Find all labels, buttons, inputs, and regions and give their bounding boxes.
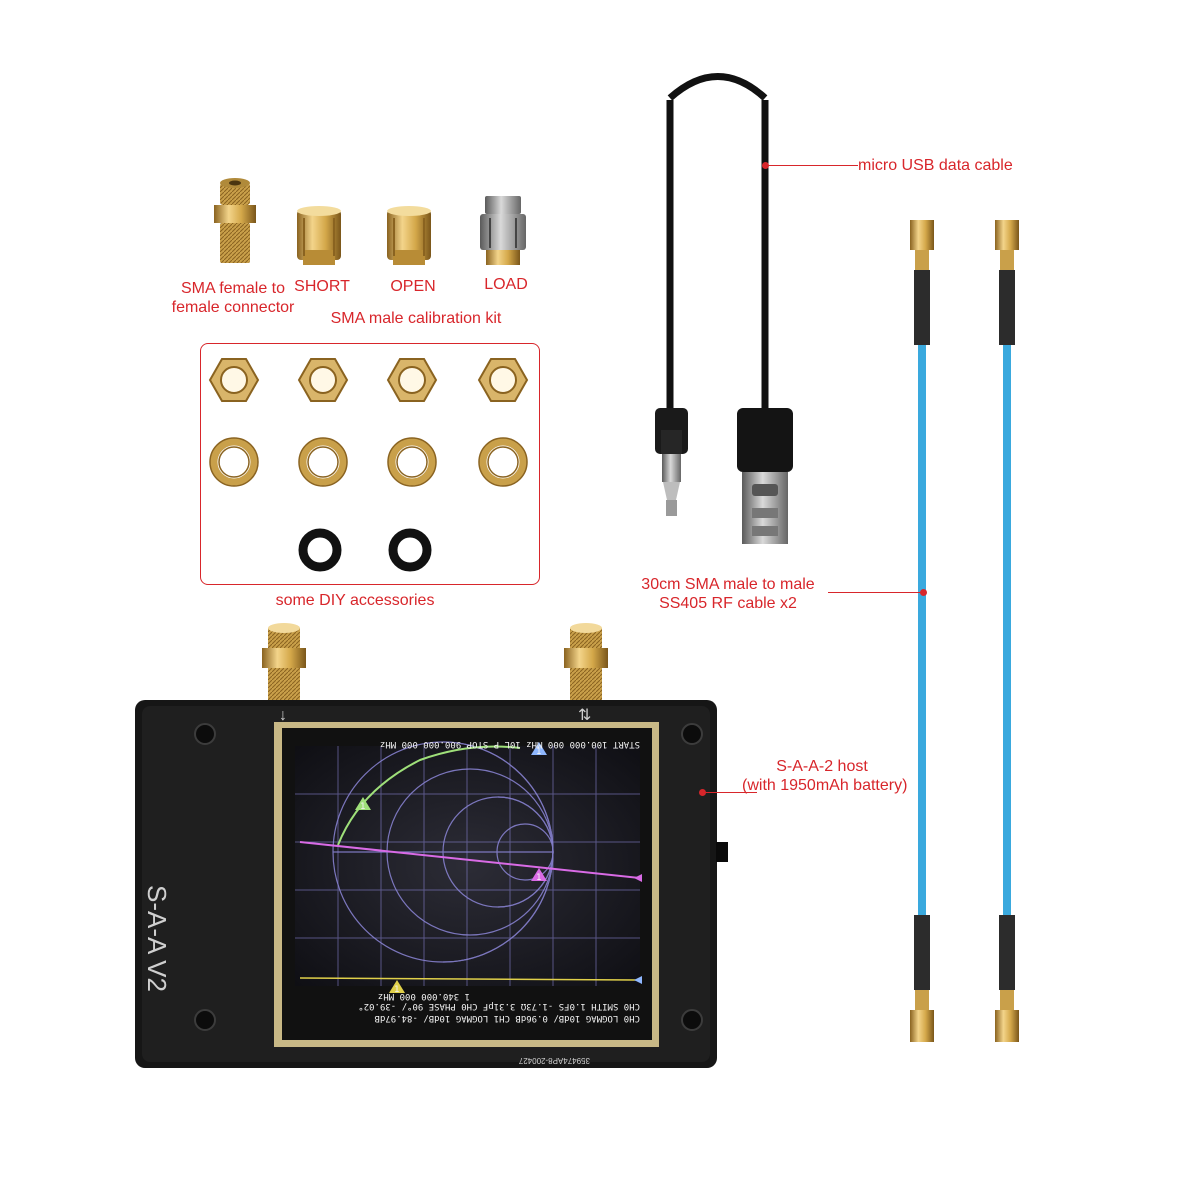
toothed-washers (210, 438, 527, 486)
rf-cable-label: 30cm SMA male to male SS405 RF cable x2 (633, 575, 823, 613)
host-leader-dot (699, 789, 706, 796)
diy-accessories-frame (200, 343, 540, 585)
usb-cable-label: micro USB data cable (858, 157, 1013, 174)
host-label-line2: (with 1950mAh battery) (742, 777, 908, 794)
screen-bottom-line-3: 1 340.000 000 MHz (378, 991, 470, 1001)
o-ring (388, 528, 432, 572)
rf-cable-label-line1: 30cm SMA male to male (641, 576, 815, 593)
rf-leader-line (828, 592, 923, 593)
calibration-kit-label: SMA male calibration kit (330, 310, 502, 327)
device-brand: S-A-A V2 (142, 885, 172, 992)
sma-female-label-line2: female connector (171, 299, 295, 316)
screen-markers (355, 742, 642, 993)
load-label: LOAD (484, 276, 528, 293)
screen-bottom-line-2: CH0 SMITH 1.0FS -1.73Ω 3.31pF CH0 PHASE … (358, 1001, 640, 1011)
hex-nut (386, 358, 438, 402)
short-label: SHORT (294, 278, 350, 295)
lock-washer (479, 438, 527, 486)
usb-leader-dot (762, 162, 769, 169)
analyzer-host (135, 623, 728, 1068)
short-calibration-cap (297, 206, 341, 265)
port-marker-right: ⇅ (578, 707, 591, 724)
rf-cables (910, 220, 1019, 1042)
micro-usb-cable (655, 73, 793, 544)
o-ring (298, 528, 342, 572)
diy-accessories-label: some DIY accessories (275, 592, 435, 609)
screen-marker-label: 1 (360, 802, 365, 812)
screen-marker-label: 1 (394, 985, 399, 995)
sma-female-label: SMA female to female connector (163, 279, 303, 317)
hex-nuts (208, 358, 529, 402)
host-label: S-A-A-2 host (with 1950mAh battery) (742, 757, 908, 795)
lock-washer (210, 438, 258, 486)
device-serial: 359474AP8-200427 (518, 1056, 590, 1065)
port-marker-left: ↓ (279, 707, 287, 724)
rf-leader-dot (920, 589, 927, 596)
open-calibration-cap (387, 206, 431, 265)
host-leader-line (705, 792, 757, 793)
lock-washer (388, 438, 436, 486)
screen-marker-label: 1 (536, 873, 541, 883)
usb-leader-line (768, 165, 858, 166)
load-calibration-cap (480, 196, 526, 265)
screen-marker-label: 1 (536, 747, 541, 757)
o-rings (298, 528, 432, 572)
hex-nut (208, 358, 260, 402)
rf-cable-label-line2: SS405 RF cable x2 (659, 595, 797, 612)
screen-bottom-line-1: CH0 LOGMAG 10dB/ 0.96dB CH1 LOGMAG 10dB/… (374, 1013, 640, 1023)
hex-nut (477, 358, 529, 402)
hex-nut (297, 358, 349, 402)
screen-top-line: START 100.000 000 MHz 10L P STOP 900.000… (380, 739, 640, 749)
lock-washer (299, 438, 347, 486)
open-label: OPEN (390, 278, 436, 295)
sma-female-connector (214, 178, 256, 263)
sma-female-label-line1: SMA female to (180, 280, 286, 297)
host-label-line1: S-A-A-2 host (776, 758, 868, 775)
